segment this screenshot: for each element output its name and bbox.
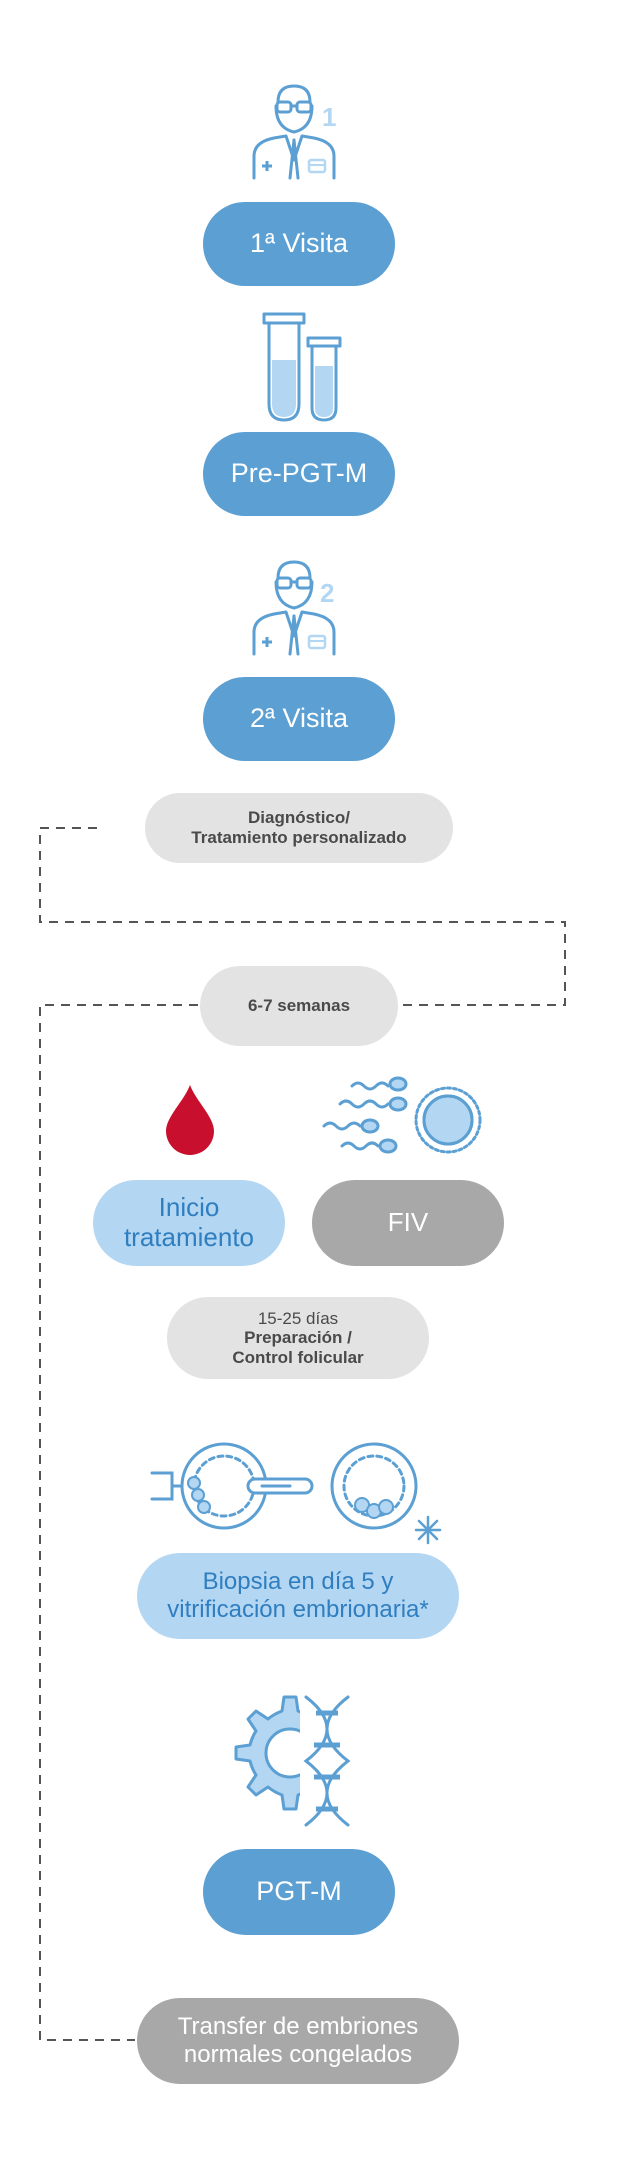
biopsia-step: Biopsia en día 5 y vitrificación embrion… xyxy=(137,1553,459,1639)
pgt-label: PGT-M xyxy=(256,1876,342,1907)
preparacion-line3: Control folicular xyxy=(232,1347,364,1367)
sperm-egg-icon xyxy=(322,1076,482,1154)
visit1-badge: 1 xyxy=(322,102,336,132)
diagnosis-line1: Diagnóstico/ xyxy=(247,808,350,828)
fiv-label: FIV xyxy=(387,1207,429,1238)
pre-pgt-step: Pre-PGT-M xyxy=(203,432,395,516)
transfer-line2: normales congelados xyxy=(183,2041,413,2068)
transfer-line1: Transfer de embriones xyxy=(177,2013,419,2041)
weeks-label: 6-7 semanas xyxy=(247,996,351,1016)
visit2-label: 2ª Visita xyxy=(249,703,349,734)
preparacion-note: 15-25 días Preparación / Control folicul… xyxy=(167,1297,429,1379)
diagnosis-note: Diagnóstico/ Tratamiento personalizado xyxy=(145,793,453,863)
transfer-step: Transfer de embriones normales congelado… xyxy=(137,1998,459,2084)
embryo-biopsy-icon xyxy=(150,1442,442,1545)
test-tubes-icon xyxy=(262,312,342,422)
visit2-step: 2ª Visita xyxy=(203,677,395,761)
inicio-step: Inicio tratamiento xyxy=(93,1180,285,1266)
pre-pgt-label: Pre-PGT-M xyxy=(230,458,368,489)
weeks-note: 6-7 semanas xyxy=(200,966,398,1046)
preparacion-line1: 15-25 días xyxy=(257,1308,339,1328)
pgt-step: PGT-M xyxy=(203,1849,395,1935)
fiv-step: FIV xyxy=(312,1180,504,1266)
visit1-step: 1ª Visita xyxy=(203,202,395,286)
inicio-line2: tratamiento xyxy=(123,1222,255,1252)
blood-drop-icon xyxy=(166,1085,214,1155)
biopsia-line2: vitrificación embrionaria* xyxy=(167,1596,429,1623)
visit2-badge: 2 xyxy=(320,578,334,608)
doctor-icon: 2 xyxy=(252,560,336,656)
biopsia-line1: Biopsia en día 5 y xyxy=(202,1568,394,1596)
doctor-icon: 1 xyxy=(252,84,336,180)
inicio-line1: Inicio xyxy=(158,1192,220,1223)
visit1-label: 1ª Visita xyxy=(249,228,349,259)
gear-dna-icon xyxy=(234,1693,362,1828)
preparacion-line2: Preparación / xyxy=(244,1328,352,1348)
diagnosis-line2: Tratamiento personalizado xyxy=(191,828,407,847)
